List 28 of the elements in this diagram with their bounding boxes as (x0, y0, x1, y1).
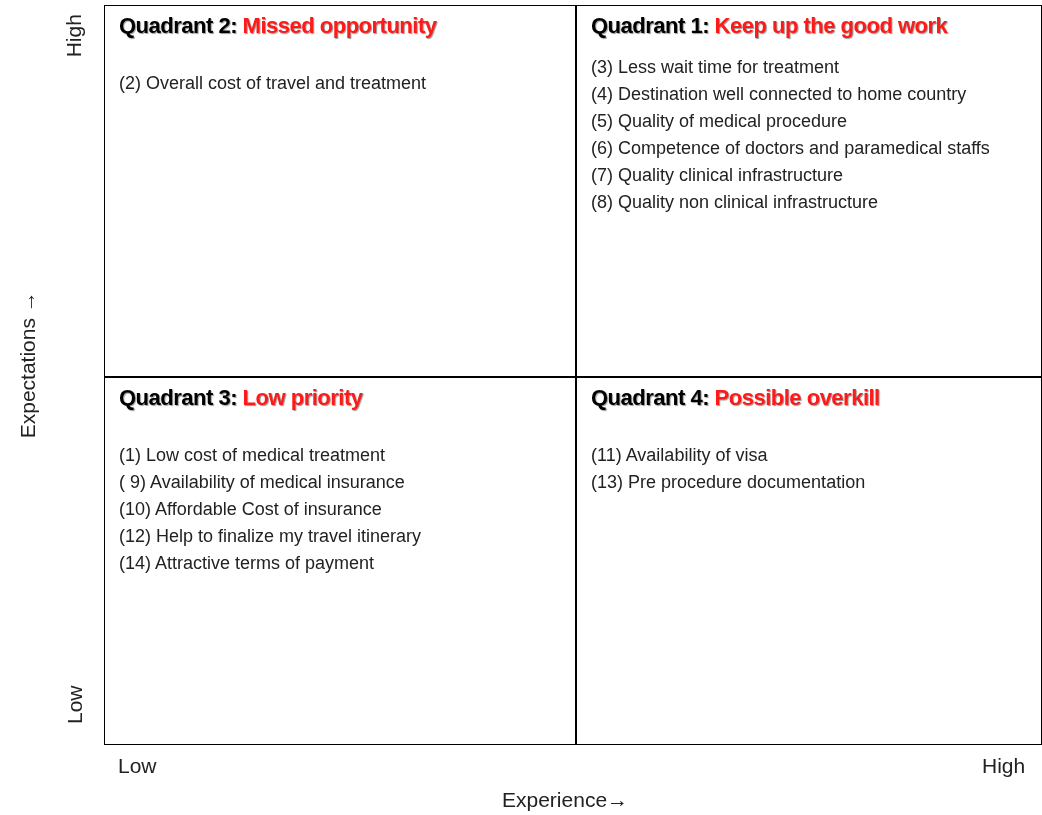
axis-label: Experience→ (502, 787, 629, 813)
quadrant-heading: Quadrant 1: Keep up the good work (591, 12, 949, 40)
quadrant-heading: Quadrant 3: Low priority (119, 384, 364, 412)
quadrant-cell (104, 377, 576, 745)
axis-label: Low (118, 753, 157, 779)
list-item: (5) Quality of medical procedure (591, 110, 849, 133)
list-item: (6) Competence of doctors and paramedical staffs (591, 137, 991, 160)
list-item: (7) Quality clinical infrastructure (591, 164, 845, 187)
list-item: (4) Destination well connected to home country (591, 83, 968, 106)
axis-label: High (61, 14, 87, 58)
list-item: (1) Low cost of medical treatment (119, 444, 387, 467)
list-item: (10) Affordable Cost of insurance (119, 498, 383, 521)
list-item: (14) Attractive terms of payment (119, 552, 376, 575)
list-item: (3) Less wait time for treatment (591, 56, 841, 79)
axis-label: High (982, 753, 1026, 779)
quadrant-cell (104, 5, 576, 377)
list-item: (11) Availability of visa (591, 444, 769, 467)
list-item: (8) Quality non clinical infrastructure (591, 191, 880, 214)
quadrant-cell (576, 377, 1042, 745)
list-item: ( 9) Availability of medical insurance (119, 471, 406, 494)
axis-label: Expectations → (15, 291, 41, 439)
list-item: (13) Pre procedure documentation (591, 471, 867, 494)
list-item: (2) Overall cost of travel and treatment (119, 72, 428, 95)
quadrant-heading: Quadrant 4: Possible overkill (591, 384, 881, 412)
quadrant-heading: Quadrant 2: Missed opportunity (119, 12, 438, 40)
axis-label: Low (61, 685, 87, 725)
quadrant-cell (576, 5, 1042, 377)
list-item: (12) Help to finalize my travel itinerary (119, 525, 423, 548)
